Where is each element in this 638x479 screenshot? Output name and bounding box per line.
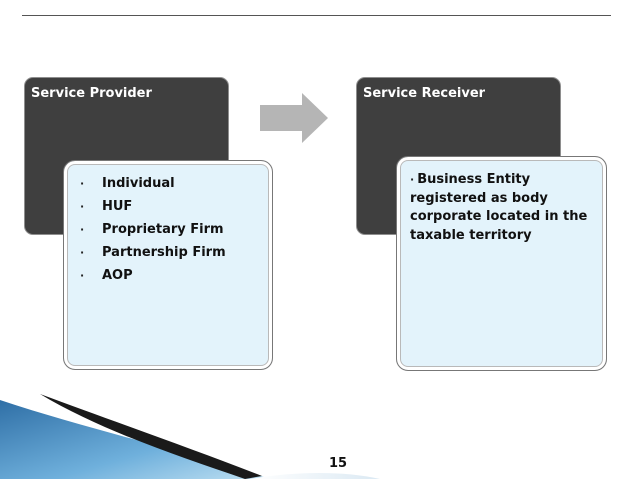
service-receiver-description: ·Business Entity registered as body corp… bbox=[410, 171, 595, 245]
service-provider-list-box: · Individual · HUF · Proprietary Firm · Part… bbox=[63, 160, 273, 370]
bullet-icon: · bbox=[80, 177, 85, 190]
list-item: · AOP bbox=[80, 266, 226, 289]
list-item-label: Partnership Firm bbox=[102, 245, 226, 260]
service-provider-list: · Individual · HUF · Proprietary Firm · Part… bbox=[80, 174, 226, 289]
top-divider bbox=[22, 15, 611, 16]
page-number: 15 bbox=[329, 456, 348, 471]
list-item: · Partnership Firm bbox=[80, 243, 226, 266]
list-item-label: Individual bbox=[102, 176, 175, 191]
list-item: · Proprietary Firm bbox=[80, 220, 226, 243]
bullet-icon: · bbox=[410, 173, 415, 186]
bullet-icon: · bbox=[80, 223, 85, 236]
list-item-label: HUF bbox=[102, 199, 133, 214]
list-item: · HUF bbox=[80, 197, 226, 220]
service-receiver-title: Service Receiver bbox=[363, 86, 486, 101]
list-item-label: Proprietary Firm bbox=[102, 222, 224, 237]
service-receiver-text: Business Entity registered as body corpo… bbox=[410, 172, 588, 243]
service-receiver-text-box: ·Business Entity registered as body corp… bbox=[396, 156, 607, 371]
right-arrow-icon bbox=[260, 93, 328, 143]
service-provider-title: Service Provider bbox=[31, 86, 152, 101]
list-item: · Individual bbox=[80, 174, 226, 197]
bullet-icon: · bbox=[80, 269, 85, 282]
corner-wave-decoration bbox=[0, 394, 380, 479]
list-item-label: AOP bbox=[102, 268, 133, 283]
bullet-icon: · bbox=[80, 246, 85, 259]
bullet-icon: · bbox=[80, 200, 85, 213]
